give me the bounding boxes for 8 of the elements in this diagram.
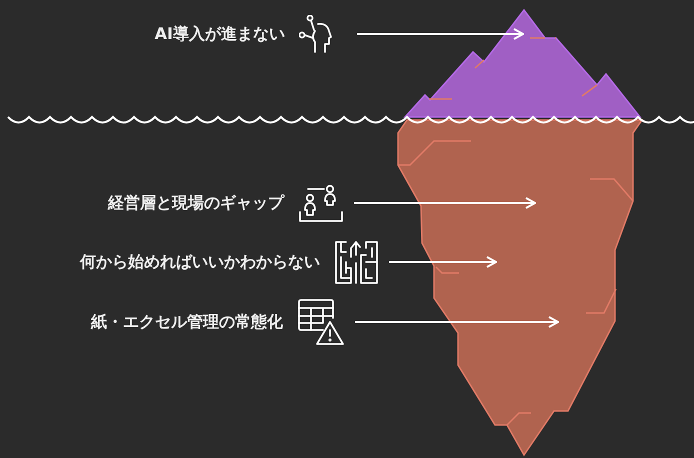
problem-label: 何から始めればいいかわからない [80,252,320,272]
arrow [355,316,559,328]
problem-label: AI導入が進まない [154,24,285,44]
arrow [357,28,524,40]
problem-label: 経営層と現場のギャップ [108,192,284,214]
arrow [389,256,497,268]
arrow [354,197,536,209]
problem-label: 紙・エクセル管理の常態化 [91,312,283,332]
